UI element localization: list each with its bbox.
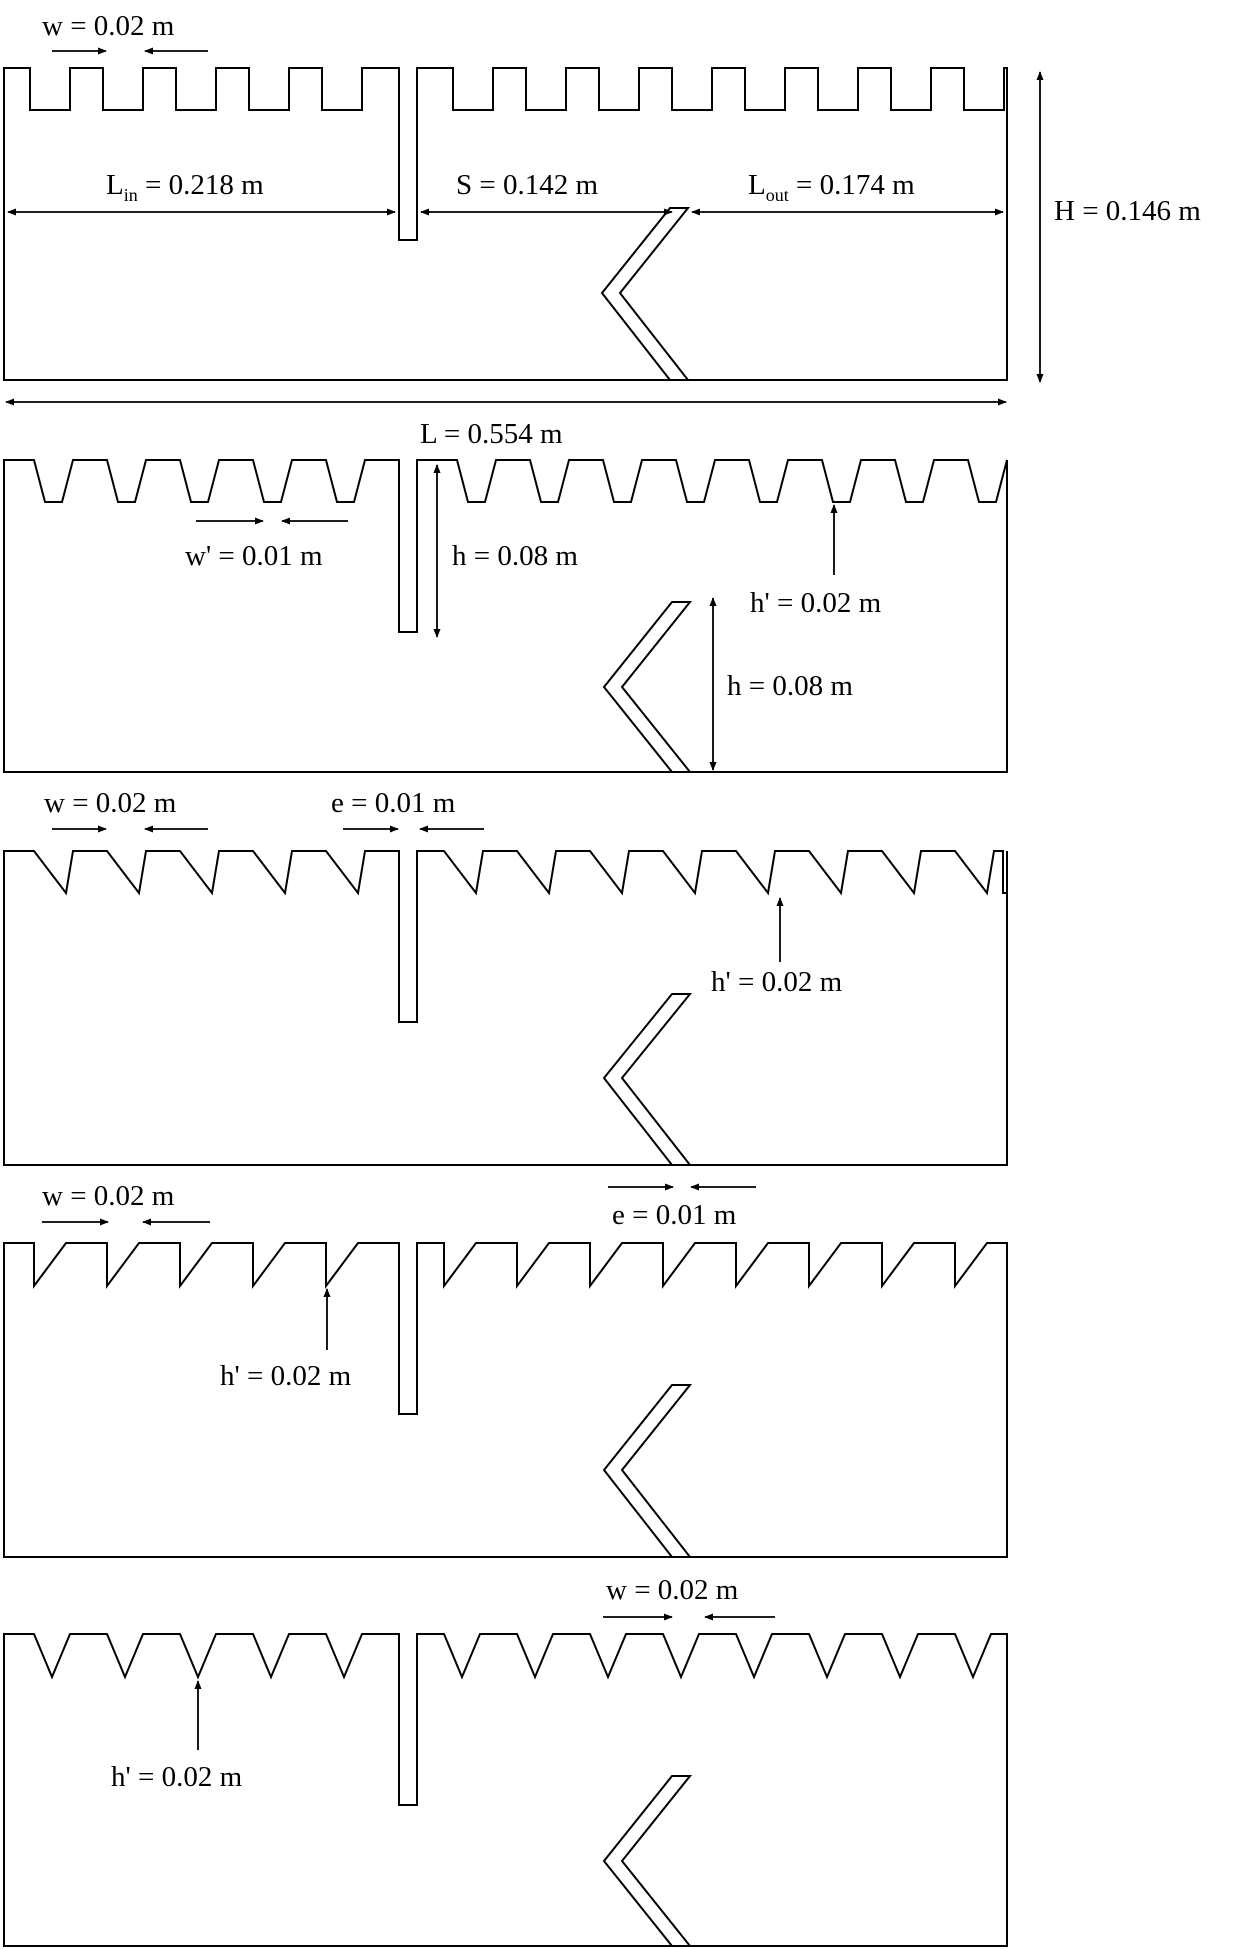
panel-5-hprime-label: h' = 0.02 m [111,1761,243,1793]
panel-1-w-label: w = 0.02 m [42,10,175,42]
panel-3-hprime-label: h' = 0.02 m [711,966,843,998]
panel-2-wprime-label: w' = 0.01 m [185,540,323,572]
panel-3-w-label: w = 0.02 m [44,787,177,819]
panel-5-w-label: w = 0.02 m [606,1574,739,1606]
panel-5-chevron-vane [602,1775,693,1947]
panel-2-outline [3,459,1008,773]
panel-1-outline [3,67,1008,381]
panel-2-hprime-label: h' = 0.02 m [750,587,882,619]
panel-1-s-label: S = 0.142 m [456,169,598,201]
panel-4-outline [3,1242,1008,1558]
panel-2-baffle-h-label: h = 0.08 m [452,540,578,572]
panel-4-hprime-label: h' = 0.02 m [220,1360,352,1392]
panel-3-outline [3,850,1008,1166]
panel-5-outline [3,1633,1008,1947]
panel-1-lout-label: Lout = 0.174 m [748,169,915,205]
panel-1-chevron-vane [600,207,691,381]
panel-1-length-label: L = 0.554 m [420,418,563,450]
panel-1-rectangular-notch-weir: w = 0.02 m Lin = 0.218 m S = 0.142 m Lou… [3,10,1201,450]
panel-4-e-label: e = 0.01 m [612,1199,737,1231]
panel-5-triangular-notch-weir: w = 0.02 m h' = 0.02 m [3,1574,1008,1947]
panel-2-chevron-vane [602,601,693,773]
panel-3-e-label: e = 0.01 m [331,787,456,819]
panel-3-sawtooth-notch-weir: w = 0.02 m e = 0.01 m h' = 0.02 m [3,787,1008,1166]
panel-4-sawtooth-notch-weir: w = 0.02 m e = 0.01 m h' = 0.02 m [3,1180,1008,1558]
panel-1-lin-label: Lin = 0.218 m [106,169,264,205]
panel-1-height-label: H = 0.146 m [1054,195,1201,227]
panel-2-trapezoidal-notch-weir: w' = 0.01 m h = 0.08 m h' = 0.02 m h = 0… [3,459,1008,773]
panel-3-chevron-vane [602,993,693,1166]
panel-2-vane-h-label: h = 0.08 m [727,670,853,702]
panel-4-w-label: w = 0.02 m [42,1180,175,1212]
panel-4-chevron-vane [602,1384,693,1558]
